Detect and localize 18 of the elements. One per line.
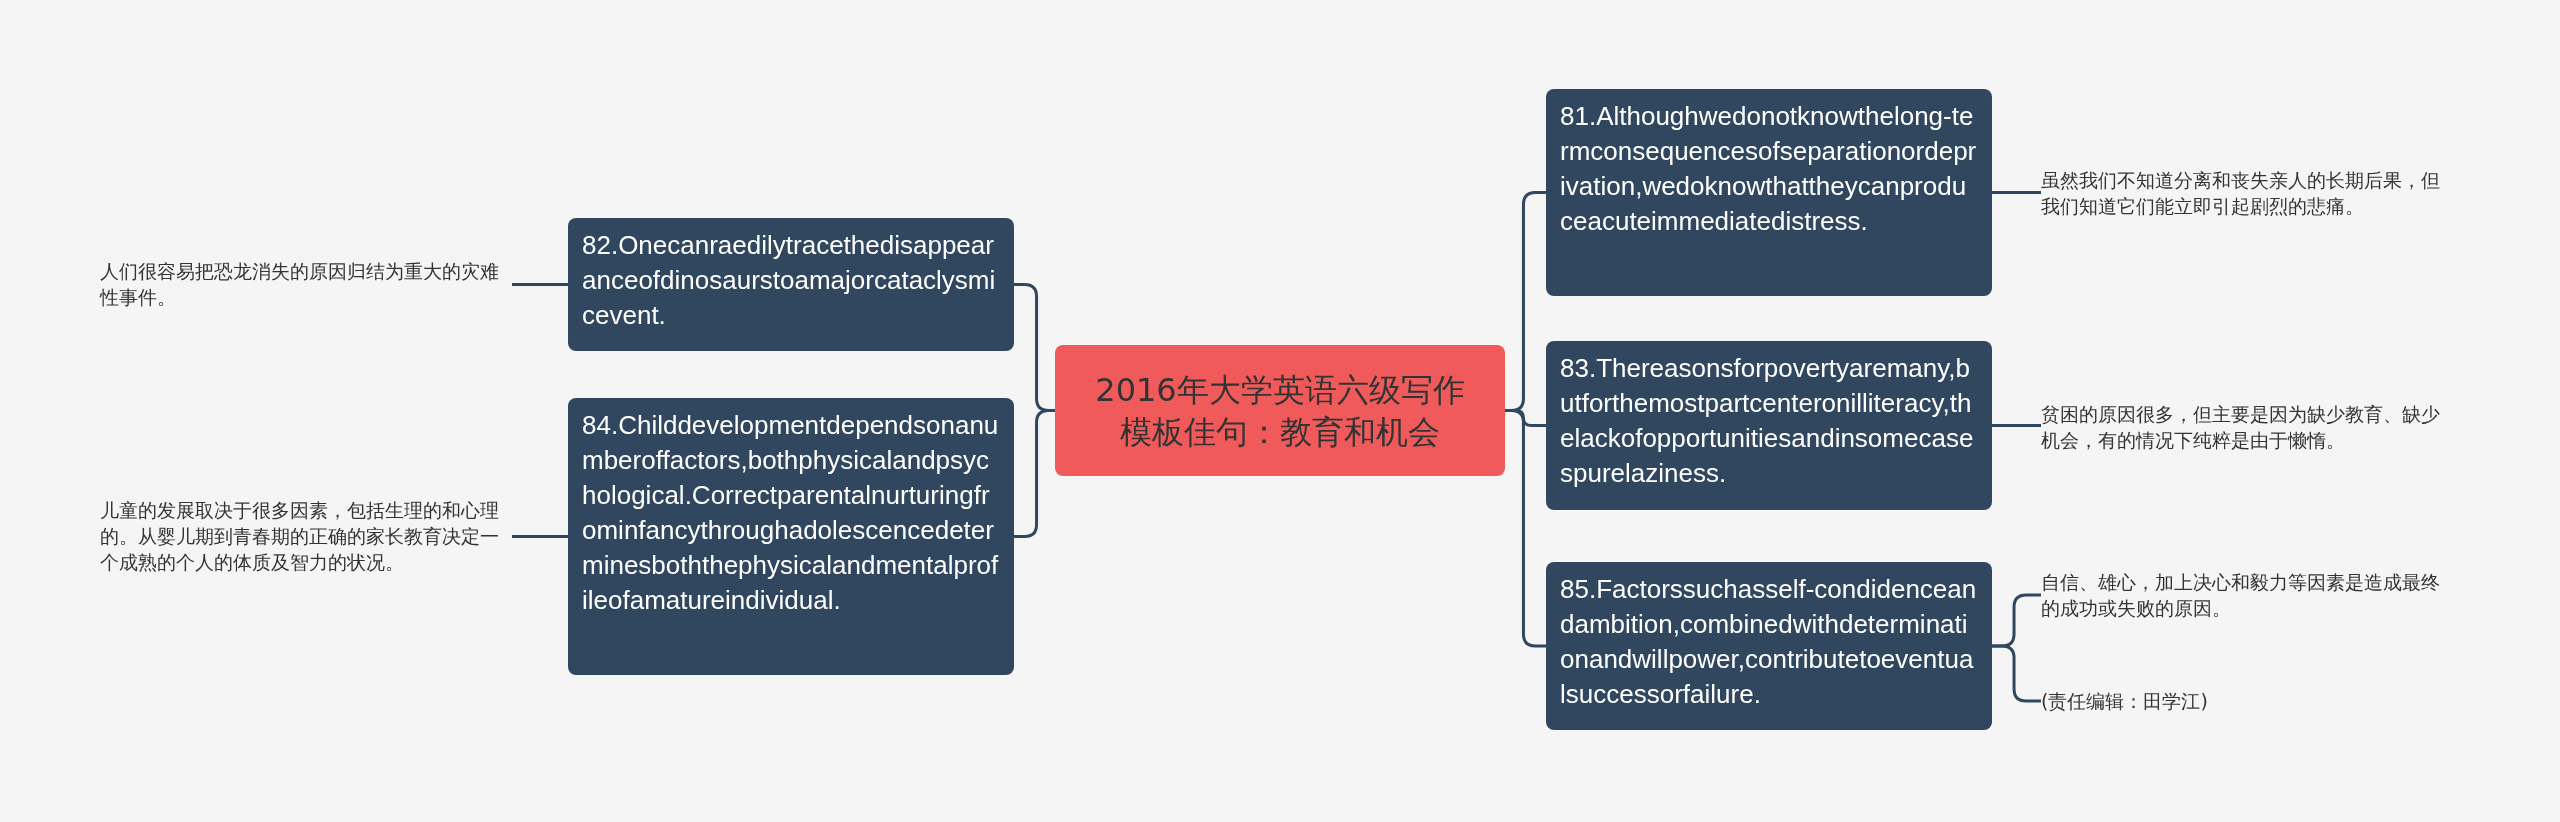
connector-line [1992, 424, 2041, 427]
connector-line [1014, 409, 1055, 538]
subtopic-box: 85.Factorssuchasself-condidenceandambition,combinedwithdeterminationandwillpower,contributetoeventualsuccessorfailure. [1546, 562, 1992, 730]
connector-line [1992, 191, 2041, 194]
connector-line [512, 535, 568, 538]
note-text: 自信、雄心，加上决心和毅力等因素是造成最终的成功或失败的原因。 [2041, 569, 2453, 621]
subtopic-box: 81.Althoughwedonotknowthelong-termconsequencesofseparationordeprivation,wedoknowthattheycanproduceacuteimmediatedistress. [1546, 89, 1992, 296]
note-text: 贫困的原因很多，但主要是因为缺少教育、缺少机会，有的情况下纯粹是由于懒惰。 [2041, 401, 2453, 453]
subtopic-box: 82.Onecanraedilytracethedisappearanceofdinosaurstoamajorcataclysmicevent. [568, 218, 1014, 351]
connector-line [512, 283, 568, 286]
central-topic-box: 2016年大学英语六级写作模板佳句：教育和机会 [1055, 345, 1505, 476]
connector-line [1505, 409, 1546, 648]
note-text: 虽然我们不知道分离和丧失亲人的长期后果，但我们知道它们能立即引起剧烈的悲痛。 [2041, 167, 2453, 219]
note-text: (责任编辑：田学江) [2041, 688, 2453, 714]
subtopic-box: 83.Thereasonsforpovertyaremany,butforthemostpartcenteronilliteracy,thelackofopportunitiesandinsomecasespurelaziness. [1546, 341, 1992, 510]
note-text: 人们很容易把恐龙消失的原因归结为重大的灾难性事件。 [100, 258, 512, 310]
subtopic-box: 84.Childdevelopmentdependsonanumberoffactors,bothphysicalandpsychological.Correctparentalnurturingfrominfancythroughadolescencedeterminesboththephysicalandmentalprofileofamatureindividual. [568, 398, 1014, 675]
note-text: 儿童的发展取决于很多因素，包括生理的和心理的。从婴儿期到青春期的正确的家长教育决定一个成熟的个人的体质及智力的状况。 [100, 497, 512, 575]
